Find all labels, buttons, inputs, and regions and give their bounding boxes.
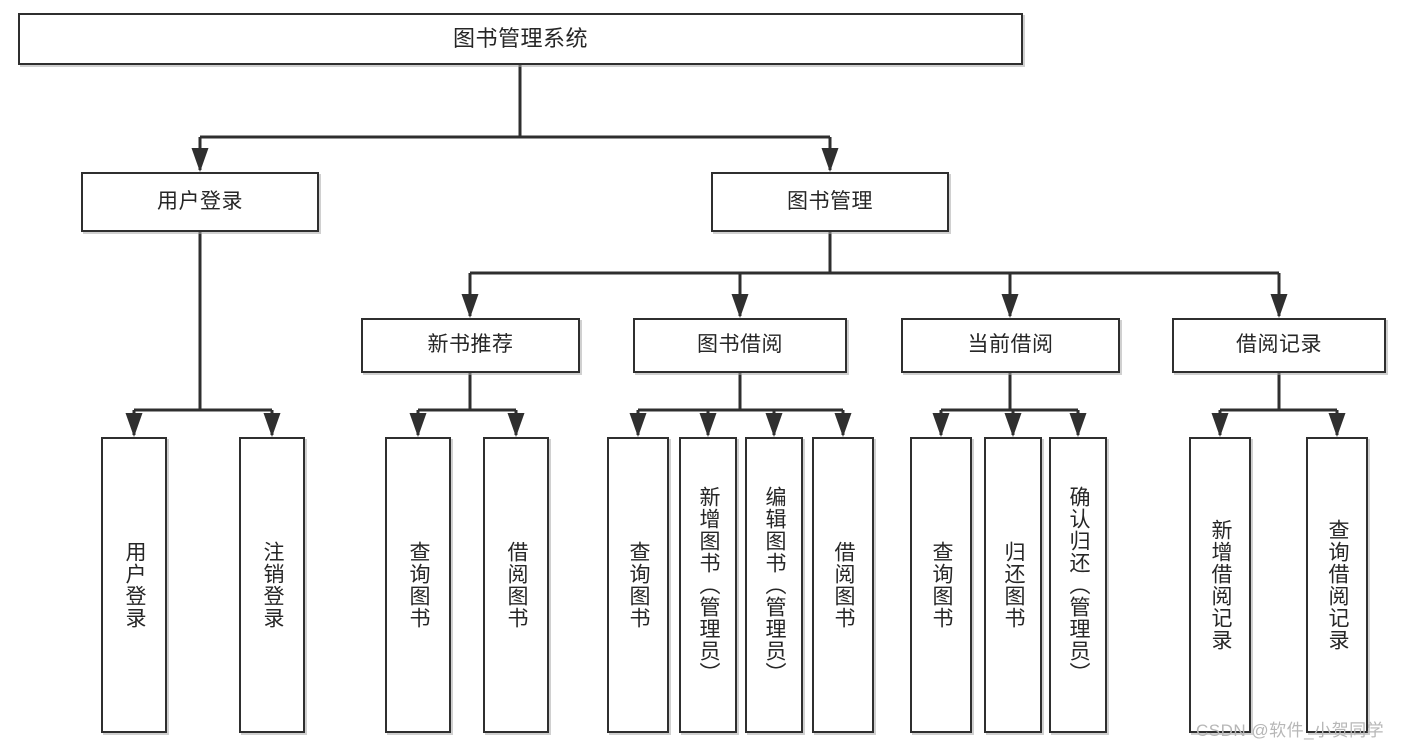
node-leaf-return-book[interactable]: 归还图书: [984, 437, 1042, 733]
connector-lines: [132, 65, 1339, 435]
node-root-label: 图书管理系统: [452, 26, 588, 52]
node-leaf-user-login-label: 用户登录: [123, 541, 147, 629]
node-leaf-logout[interactable]: 注销登录: [239, 437, 305, 733]
node-leaf-borrow-book-2[interactable]: 借阅图书: [812, 437, 874, 733]
arrow-leaf-logout: [263, 413, 281, 437]
node-leaf-confirm-return[interactable]: 确认归还（管理员）: [1049, 437, 1107, 733]
node-leaf-return-book-label: 归还图书: [1002, 541, 1026, 629]
node-leaf-query-book-2-label: 查询图书: [627, 541, 651, 629]
node-leaf-add-record-label: 新增借阅记录: [1209, 519, 1233, 651]
node-leaf-query-book-2[interactable]: 查询图书: [607, 437, 669, 733]
node-leaf-query-book-3[interactable]: 查询图书: [910, 437, 972, 733]
node-current-borrow[interactable]: 当前借阅: [901, 318, 1120, 373]
node-borrow-record[interactable]: 借阅记录: [1172, 318, 1386, 373]
arrow-book-borrow: [731, 294, 749, 318]
node-leaf-add-book[interactable]: 新增图书（管理员）: [679, 437, 737, 733]
arrow-leaf-return-book: [1004, 413, 1022, 437]
node-root[interactable]: 图书管理系统: [18, 13, 1023, 65]
node-new-book-rec-label: 新书推荐: [427, 333, 514, 357]
node-book-borrow-label: 图书借阅: [697, 333, 783, 357]
node-borrow-record-label: 借阅记录: [1236, 333, 1322, 357]
arrow-leaf-borrow-book-2: [834, 413, 852, 437]
arrow-leaf-query-record: [1328, 413, 1346, 437]
arrow-leaf-user-login: [125, 413, 143, 437]
node-leaf-query-record-label: 查询借阅记录: [1326, 519, 1350, 651]
node-user-login[interactable]: 用户登录: [81, 172, 319, 232]
arrow-leaf-query-book-1: [409, 413, 427, 437]
node-leaf-confirm-return-label: 确认归还（管理员）: [1067, 486, 1091, 684]
arrow-leaf-edit-book: [765, 413, 783, 437]
node-book-manage[interactable]: 图书管理: [711, 172, 949, 232]
arrow-leaf-borrow-book-1: [507, 413, 525, 437]
arrow-leaf-query-book-3: [932, 413, 950, 437]
node-leaf-query-book-1[interactable]: 查询图书: [385, 437, 451, 733]
node-current-borrow-label: 当前借阅: [967, 333, 1054, 357]
node-leaf-add-record[interactable]: 新增借阅记录: [1189, 437, 1251, 733]
node-new-book-rec[interactable]: 新书推荐: [361, 318, 580, 373]
node-leaf-borrow-book-1-label: 借阅图书: [505, 541, 529, 629]
node-leaf-user-login[interactable]: 用户登录: [101, 437, 167, 733]
node-leaf-add-book-label: 新增图书（管理员）: [697, 486, 721, 684]
arrow-leaf-add-book: [699, 413, 717, 437]
node-leaf-edit-book[interactable]: 编辑图书（管理员）: [745, 437, 803, 733]
node-leaf-query-record[interactable]: 查询借阅记录: [1306, 437, 1368, 733]
node-leaf-query-book-3-label: 查询图书: [930, 541, 954, 629]
node-book-manage-label: 图书管理: [787, 189, 873, 213]
node-leaf-logout-label: 注销登录: [261, 541, 285, 629]
arrow-leaf-add-record: [1211, 413, 1229, 437]
arrow-user-login: [191, 148, 209, 172]
arrow-book-manage: [821, 148, 839, 172]
node-leaf-borrow-book-2-label: 借阅图书: [832, 541, 856, 629]
arrow-heads: [125, 148, 1346, 437]
node-leaf-borrow-book-1[interactable]: 借阅图书: [483, 437, 549, 733]
arrow-new-book-rec: [461, 294, 479, 318]
arrow-current-borrow: [1001, 294, 1019, 318]
arrow-leaf-confirm-return: [1069, 413, 1087, 437]
node-book-borrow[interactable]: 图书借阅: [633, 318, 847, 373]
arrow-borrow-record: [1270, 294, 1288, 318]
node-leaf-query-book-1-label: 查询图书: [407, 541, 431, 629]
node-user-login-label: 用户登录: [157, 189, 243, 213]
arrow-leaf-query-book-2: [629, 413, 647, 437]
node-leaf-edit-book-label: 编辑图书（管理员）: [763, 486, 787, 684]
